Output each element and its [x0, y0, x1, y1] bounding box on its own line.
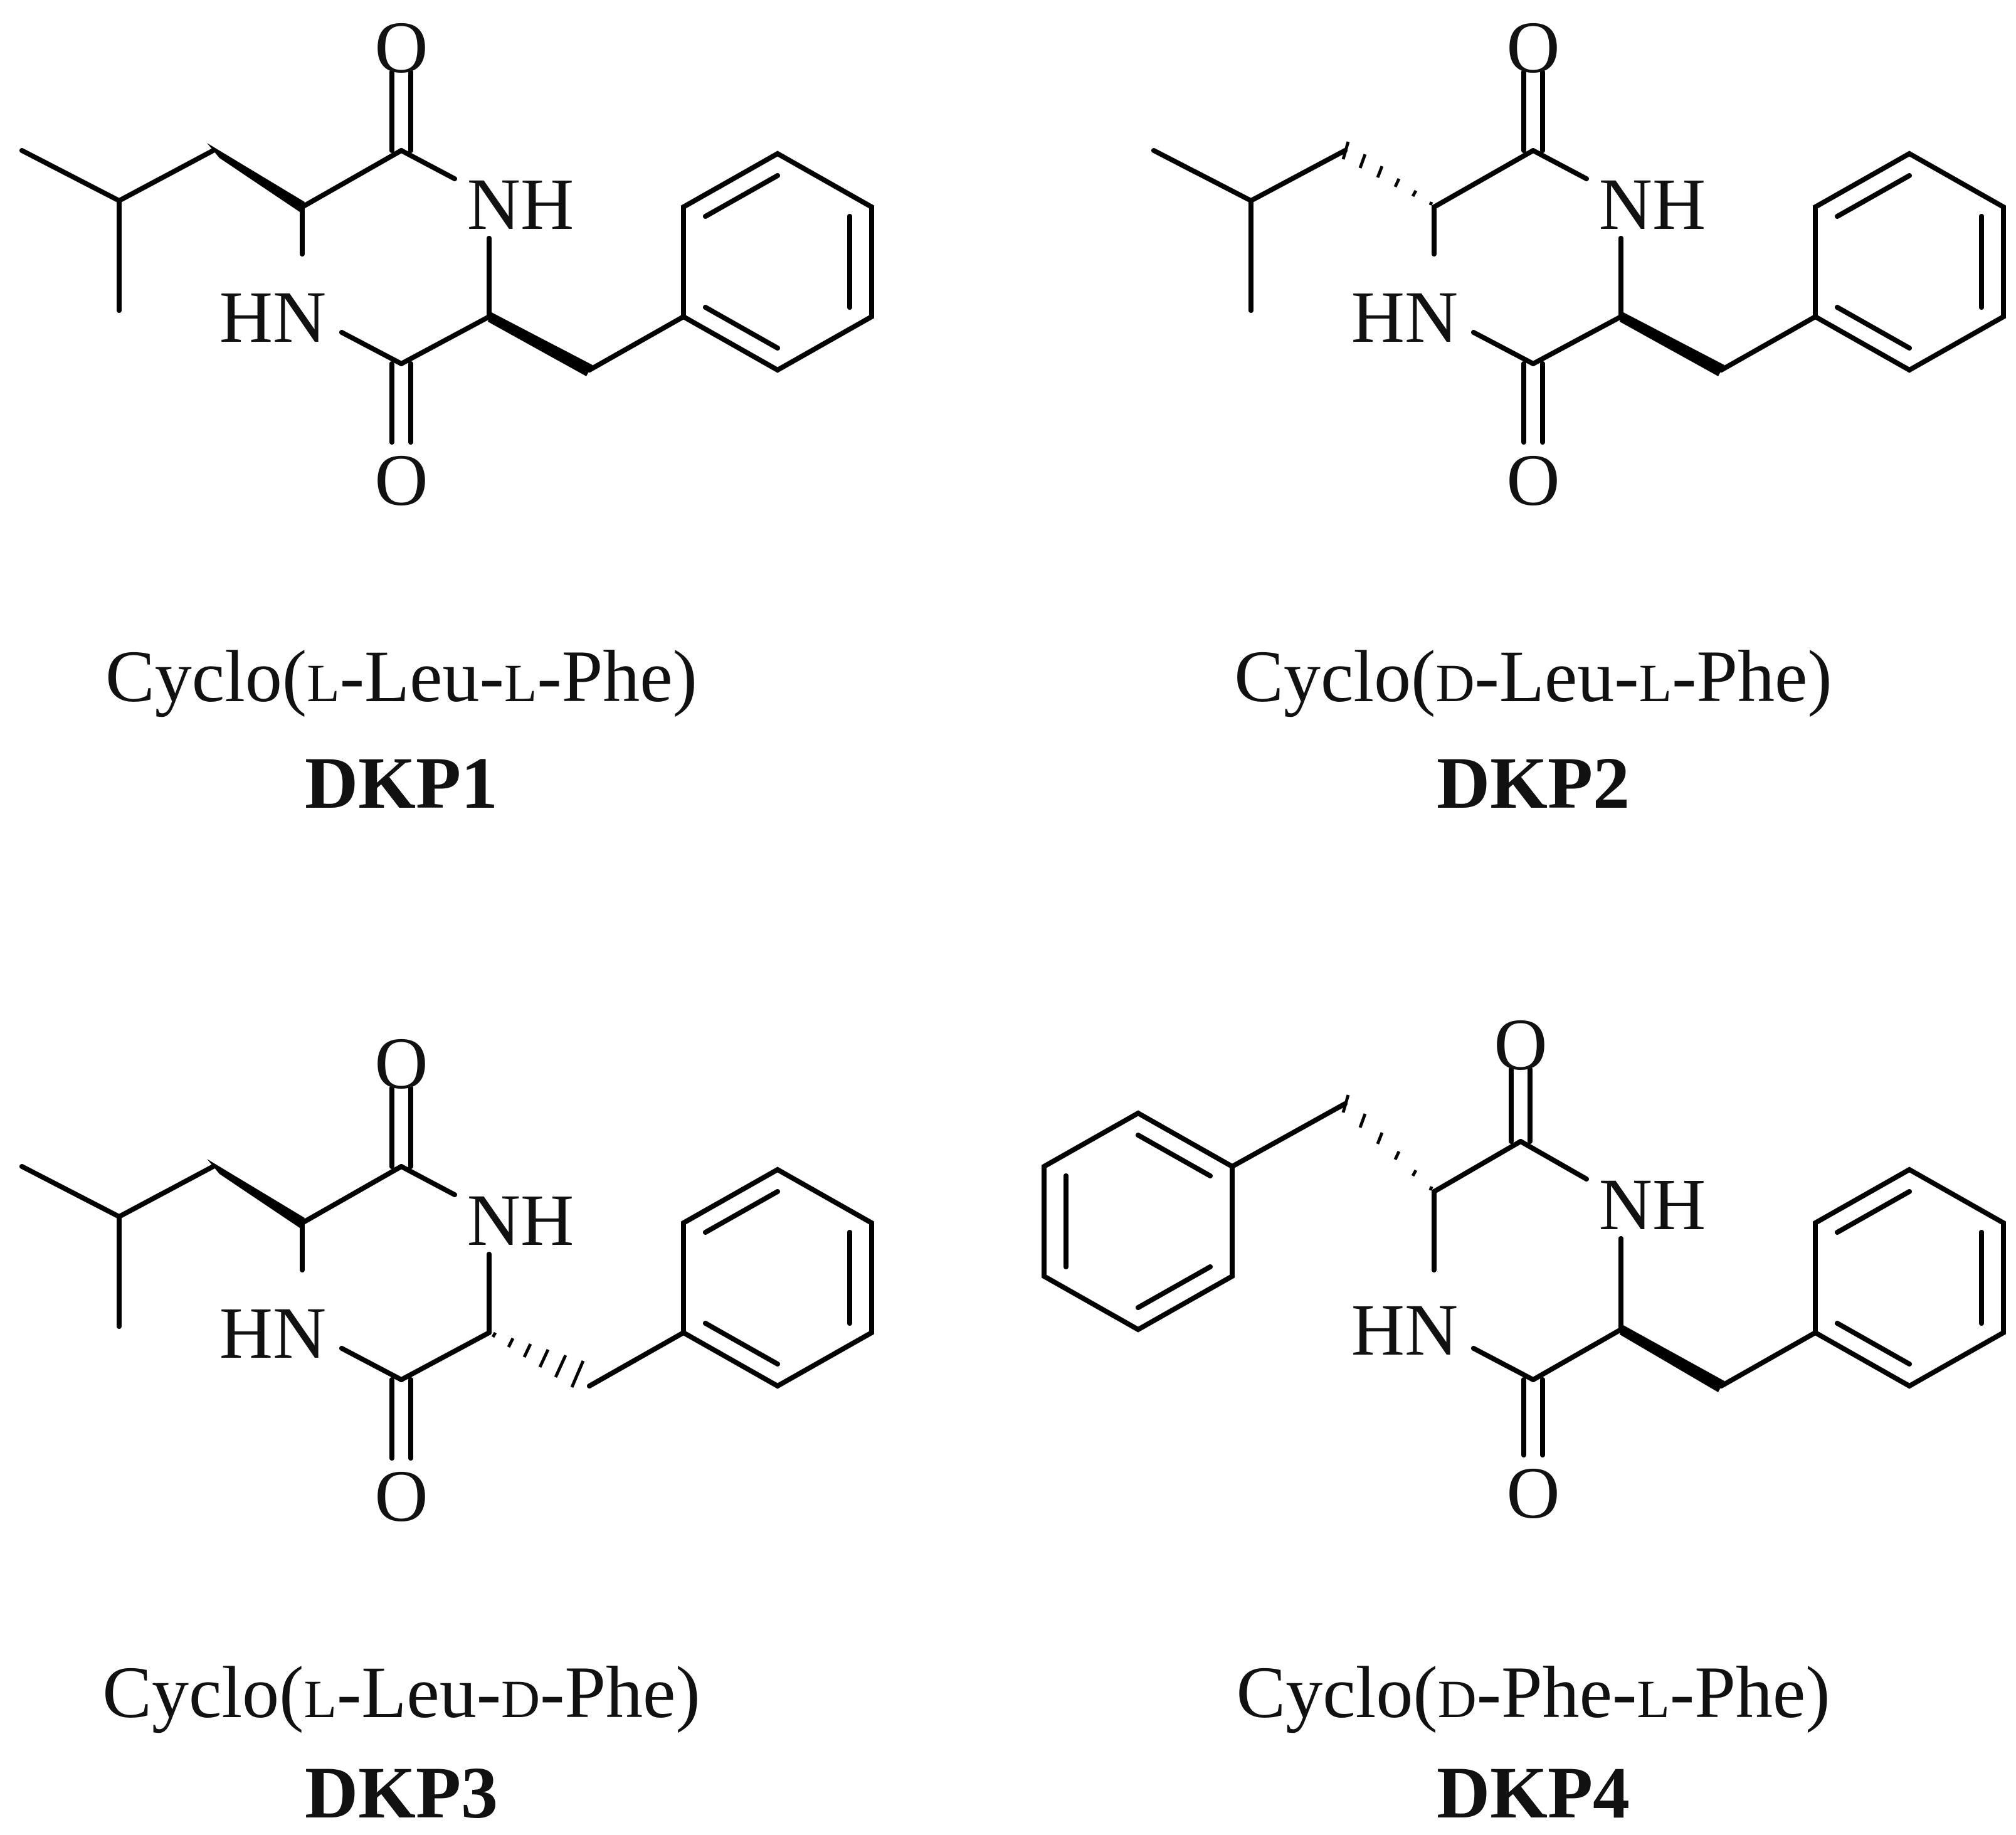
atom-nh: NH — [467, 163, 574, 245]
stereo-wedge-bond — [207, 143, 305, 212]
name-part: Cyclo( — [105, 635, 307, 717]
name-part: Cyclo( — [1236, 1651, 1438, 1733]
atom-oxygen: O — [1506, 1452, 1559, 1534]
name-part: -Phe) — [537, 635, 697, 717]
structure-dkp1: O NH HN O — [19, 6, 874, 521]
compound-label-dkp3: DKP3 — [304, 1752, 499, 1834]
name-part: -Leu- — [339, 635, 504, 717]
stereo-descriptor: D — [1437, 1669, 1477, 1729]
name-part: -Leu- — [336, 1651, 502, 1733]
compound-name-dkp2: Cyclo(D-Leu-L-Phe) — [1094, 640, 1972, 714]
name-part: -Leu- — [1474, 635, 1639, 717]
atom-oxygen: O — [374, 1022, 428, 1104]
atom-hn: HN — [1351, 1289, 1458, 1371]
stereo-wedge-bond — [1620, 1325, 1724, 1392]
stereo-descriptor: L — [1637, 1669, 1670, 1729]
atom-hn: HN — [1351, 276, 1458, 358]
name-part: -Phe) — [1669, 1651, 1830, 1733]
atom-hn: HN — [219, 1292, 326, 1374]
stereo-wedge-bond — [207, 1159, 305, 1228]
compound-label-dkp1: DKP1 — [304, 742, 499, 824]
stereo-descriptor: L — [307, 653, 340, 713]
compound-label-dkp2: DKP2 — [1436, 742, 1630, 824]
atom-nh: NH — [467, 1179, 574, 1261]
stereo-wedge-bond — [488, 312, 593, 376]
name-part: Cyclo( — [102, 1651, 304, 1733]
stereo-hash-bond — [1341, 141, 1433, 206]
atom-nh: NH — [1599, 163, 1706, 245]
stereo-hash-bond — [491, 1331, 585, 1388]
atom-oxygen: O — [374, 1455, 428, 1537]
atom-oxygen: O — [1506, 6, 1559, 88]
compound-name-dkp3: Cyclo(L-Leu-D-Phe) — [0, 1656, 840, 1730]
stereo-wedge-bond — [1620, 312, 1724, 376]
name-part: -Phe) — [1672, 635, 1832, 717]
stereo-descriptor: L — [303, 1669, 337, 1729]
compound-name-dkp4: Cyclo(D-Phe-L-Phe) — [1094, 1656, 1972, 1730]
atom-oxygen: O — [374, 6, 428, 88]
atom-oxygen: O — [374, 439, 428, 521]
atom-oxygen: O — [1494, 1003, 1547, 1086]
atom-hn: HN — [219, 276, 326, 358]
compound-label-dkp4: DKP4 — [1436, 1752, 1630, 1834]
stereo-descriptor: L — [1639, 653, 1672, 713]
structure-dkp3: O NH HN O — [19, 1022, 874, 1537]
stereo-descriptor: D — [501, 1669, 541, 1729]
compound-name-dkp1: Cyclo(L-Leu-L-Phe) — [0, 640, 840, 714]
structure-dkp2: O NH HN O — [1151, 6, 2006, 521]
atom-nh: NH — [1599, 1163, 1706, 1245]
stereo-descriptor: L — [504, 653, 537, 713]
name-part: Cyclo( — [1234, 635, 1436, 717]
structure-dkp4: O NH HN O — [1042, 1003, 2006, 1534]
atom-oxygen: O — [1506, 439, 1559, 521]
name-part: -Phe) — [540, 1651, 700, 1733]
stereo-descriptor: D — [1435, 653, 1475, 713]
stereo-hash-bond — [1341, 1094, 1433, 1191]
name-part: -Phe- — [1476, 1651, 1637, 1733]
